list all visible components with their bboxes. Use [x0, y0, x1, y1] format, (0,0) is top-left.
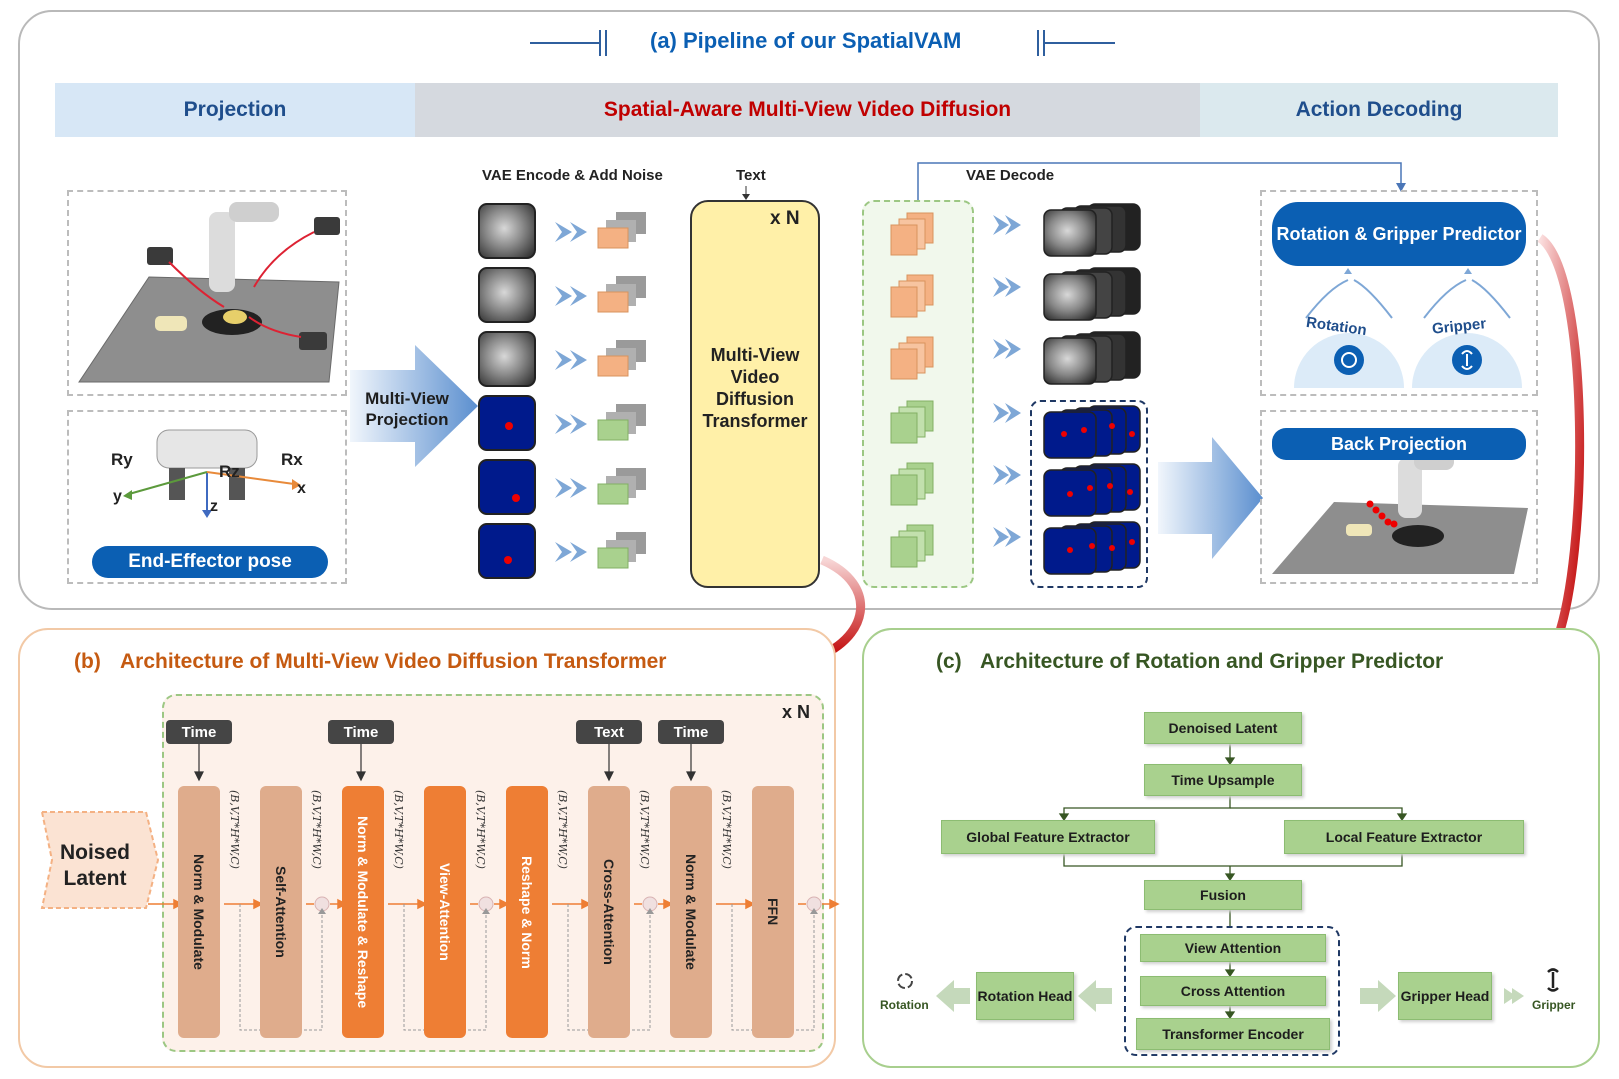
axis-ry: Ry — [111, 450, 133, 469]
decoded-video-stacks — [1043, 203, 1141, 575]
rotation-gripper-predictor-label: Rotation & Gripper Predictor — [1272, 202, 1526, 266]
block-norm-modulate-2: Norm & Modulate — [670, 786, 712, 1038]
view-frame-2 — [478, 267, 536, 323]
band-projection: Projection — [55, 83, 415, 137]
red-arrow-to-c — [1537, 234, 1585, 647]
text-input-label: Text — [736, 167, 766, 184]
end-effector-pose-label: End-Effector pose — [92, 546, 328, 578]
fusion-box: Fusion — [1144, 880, 1302, 910]
text-input: Text — [576, 720, 642, 744]
tensor-shape: (B,V,T*H*W,C) — [638, 790, 651, 869]
band-diffusion: Spatial-Aware Multi-View Video Diffusion — [415, 83, 1200, 137]
tensor-shape: (B,V,T*H*W,C) — [556, 790, 569, 869]
axis-rz: Rz — [219, 462, 240, 481]
diffusion-transformer-block — [690, 200, 820, 588]
title-decoration — [530, 30, 1115, 56]
robot-scene-image — [78, 202, 340, 383]
axis-x: x — [297, 480, 306, 497]
gripper-output-label: Gripper — [1532, 998, 1576, 1012]
time-input-2: Time — [328, 720, 394, 744]
axis-z: z — [210, 498, 218, 515]
predictor-heads-graphic — [1294, 268, 1522, 388]
predictor-core-group — [1124, 926, 1340, 1056]
block-reshape-norm: Reshape & Norm — [506, 786, 548, 1038]
time-input-1: Time — [166, 720, 232, 744]
vae-decode-label: VAE Decode — [966, 167, 1055, 184]
decode-latents — [890, 212, 1021, 568]
panel-b-title: Architecture of Multi-View Video Diffusi… — [120, 650, 667, 673]
block-ffn: FFN — [752, 786, 794, 1038]
panel-c-title: Architecture of Rotation and Gripper Pre… — [980, 650, 1444, 673]
cross-attention-box: Cross Attention — [1140, 976, 1326, 1006]
axis-y: y — [113, 488, 122, 505]
block-cross-attention: Cross-Attention — [588, 786, 630, 1038]
block-norm-modulate-reshape: Norm & Modulate & Reshape — [342, 786, 384, 1038]
axis-rx: Rx — [281, 450, 303, 469]
rotation-icon — [1334, 345, 1364, 375]
tensor-shape: (B,V,T*H*W,C) — [720, 790, 733, 869]
block-view-attention: View-Attention — [424, 786, 466, 1038]
gripper-image — [123, 429, 301, 518]
decoded-latent-group — [862, 200, 974, 588]
rotation-icon — [897, 973, 913, 989]
camera-icon — [147, 247, 173, 265]
orange-latents — [597, 212, 646, 377]
pose-frame-3 — [478, 523, 536, 579]
rotation-output-label: Rotation — [880, 998, 929, 1012]
local-feature-extractor-box: Local Feature Extractor — [1284, 820, 1524, 854]
denoised-latent-box: Denoised Latent — [1144, 712, 1302, 744]
predictor-box — [1260, 190, 1538, 396]
camera-icon — [299, 332, 327, 350]
noised-latent-label: Noised Latent — [59, 841, 130, 890]
projection-arrow — [350, 345, 478, 467]
encode-latents — [555, 212, 646, 569]
transformer-label: Multi-View Video Diffusion Transformer — [702, 345, 808, 431]
vae-decode-link — [917, 162, 1402, 200]
rotation-head-box: Rotation Head — [976, 972, 1074, 1020]
tensor-shape: (B,V,T*H*W,C) — [310, 790, 323, 869]
gripper-icon — [1547, 968, 1559, 992]
block-norm-modulate-1: Norm & Modulate — [178, 786, 220, 1038]
transformer-repeat-label: x N — [770, 208, 800, 229]
decode-arrow — [1158, 437, 1263, 559]
view-frame-1 — [478, 203, 536, 259]
time-upsample-box: Time Upsample — [1144, 764, 1302, 796]
pose-frame-1 — [478, 395, 536, 451]
scene-box — [67, 190, 347, 396]
panel-c-label: (c) — [936, 650, 962, 673]
global-feature-extractor-box: Global Feature Extractor — [941, 820, 1155, 854]
end-effector-box: Ry Rz Rx y z x — [67, 410, 347, 584]
time-input-3: Time — [658, 720, 724, 744]
back-projection-label: Back Projection — [1272, 428, 1526, 460]
noised-latent-shape — [40, 811, 160, 909]
back-projection-box — [1260, 410, 1538, 584]
multiview-projection-label: Multi-View Projection — [365, 389, 449, 429]
green-latents — [597, 404, 646, 569]
block-self-attention: Self-Attention — [260, 786, 302, 1038]
camera-icon — [314, 217, 340, 235]
tensor-shape: (B,V,T*H*W,C) — [392, 790, 405, 869]
decoded-pose-group — [1030, 400, 1148, 588]
gripper-head-box: Gripper Head — [1398, 972, 1492, 1020]
view-attention-box: View Attention — [1140, 934, 1326, 962]
tensor-shape: (B,V,T*H*W,C) — [474, 790, 487, 869]
vae-encode-label: VAE Encode & Add Noise — [482, 167, 663, 184]
layer-repeat-label: x N — [782, 702, 811, 722]
tensor-shape: (B,V,T*H*W,C) — [228, 790, 241, 869]
panel-b-label: (b) — [74, 650, 101, 673]
transformer-encoder-box: Transformer Encoder — [1136, 1018, 1330, 1050]
pipeline-title: (a) Pipeline of our SpatialVAM — [650, 28, 962, 53]
pose-frame-2 — [478, 459, 536, 515]
band-action-decoding: Action Decoding — [1200, 83, 1558, 137]
view-frame-3 — [478, 331, 536, 387]
